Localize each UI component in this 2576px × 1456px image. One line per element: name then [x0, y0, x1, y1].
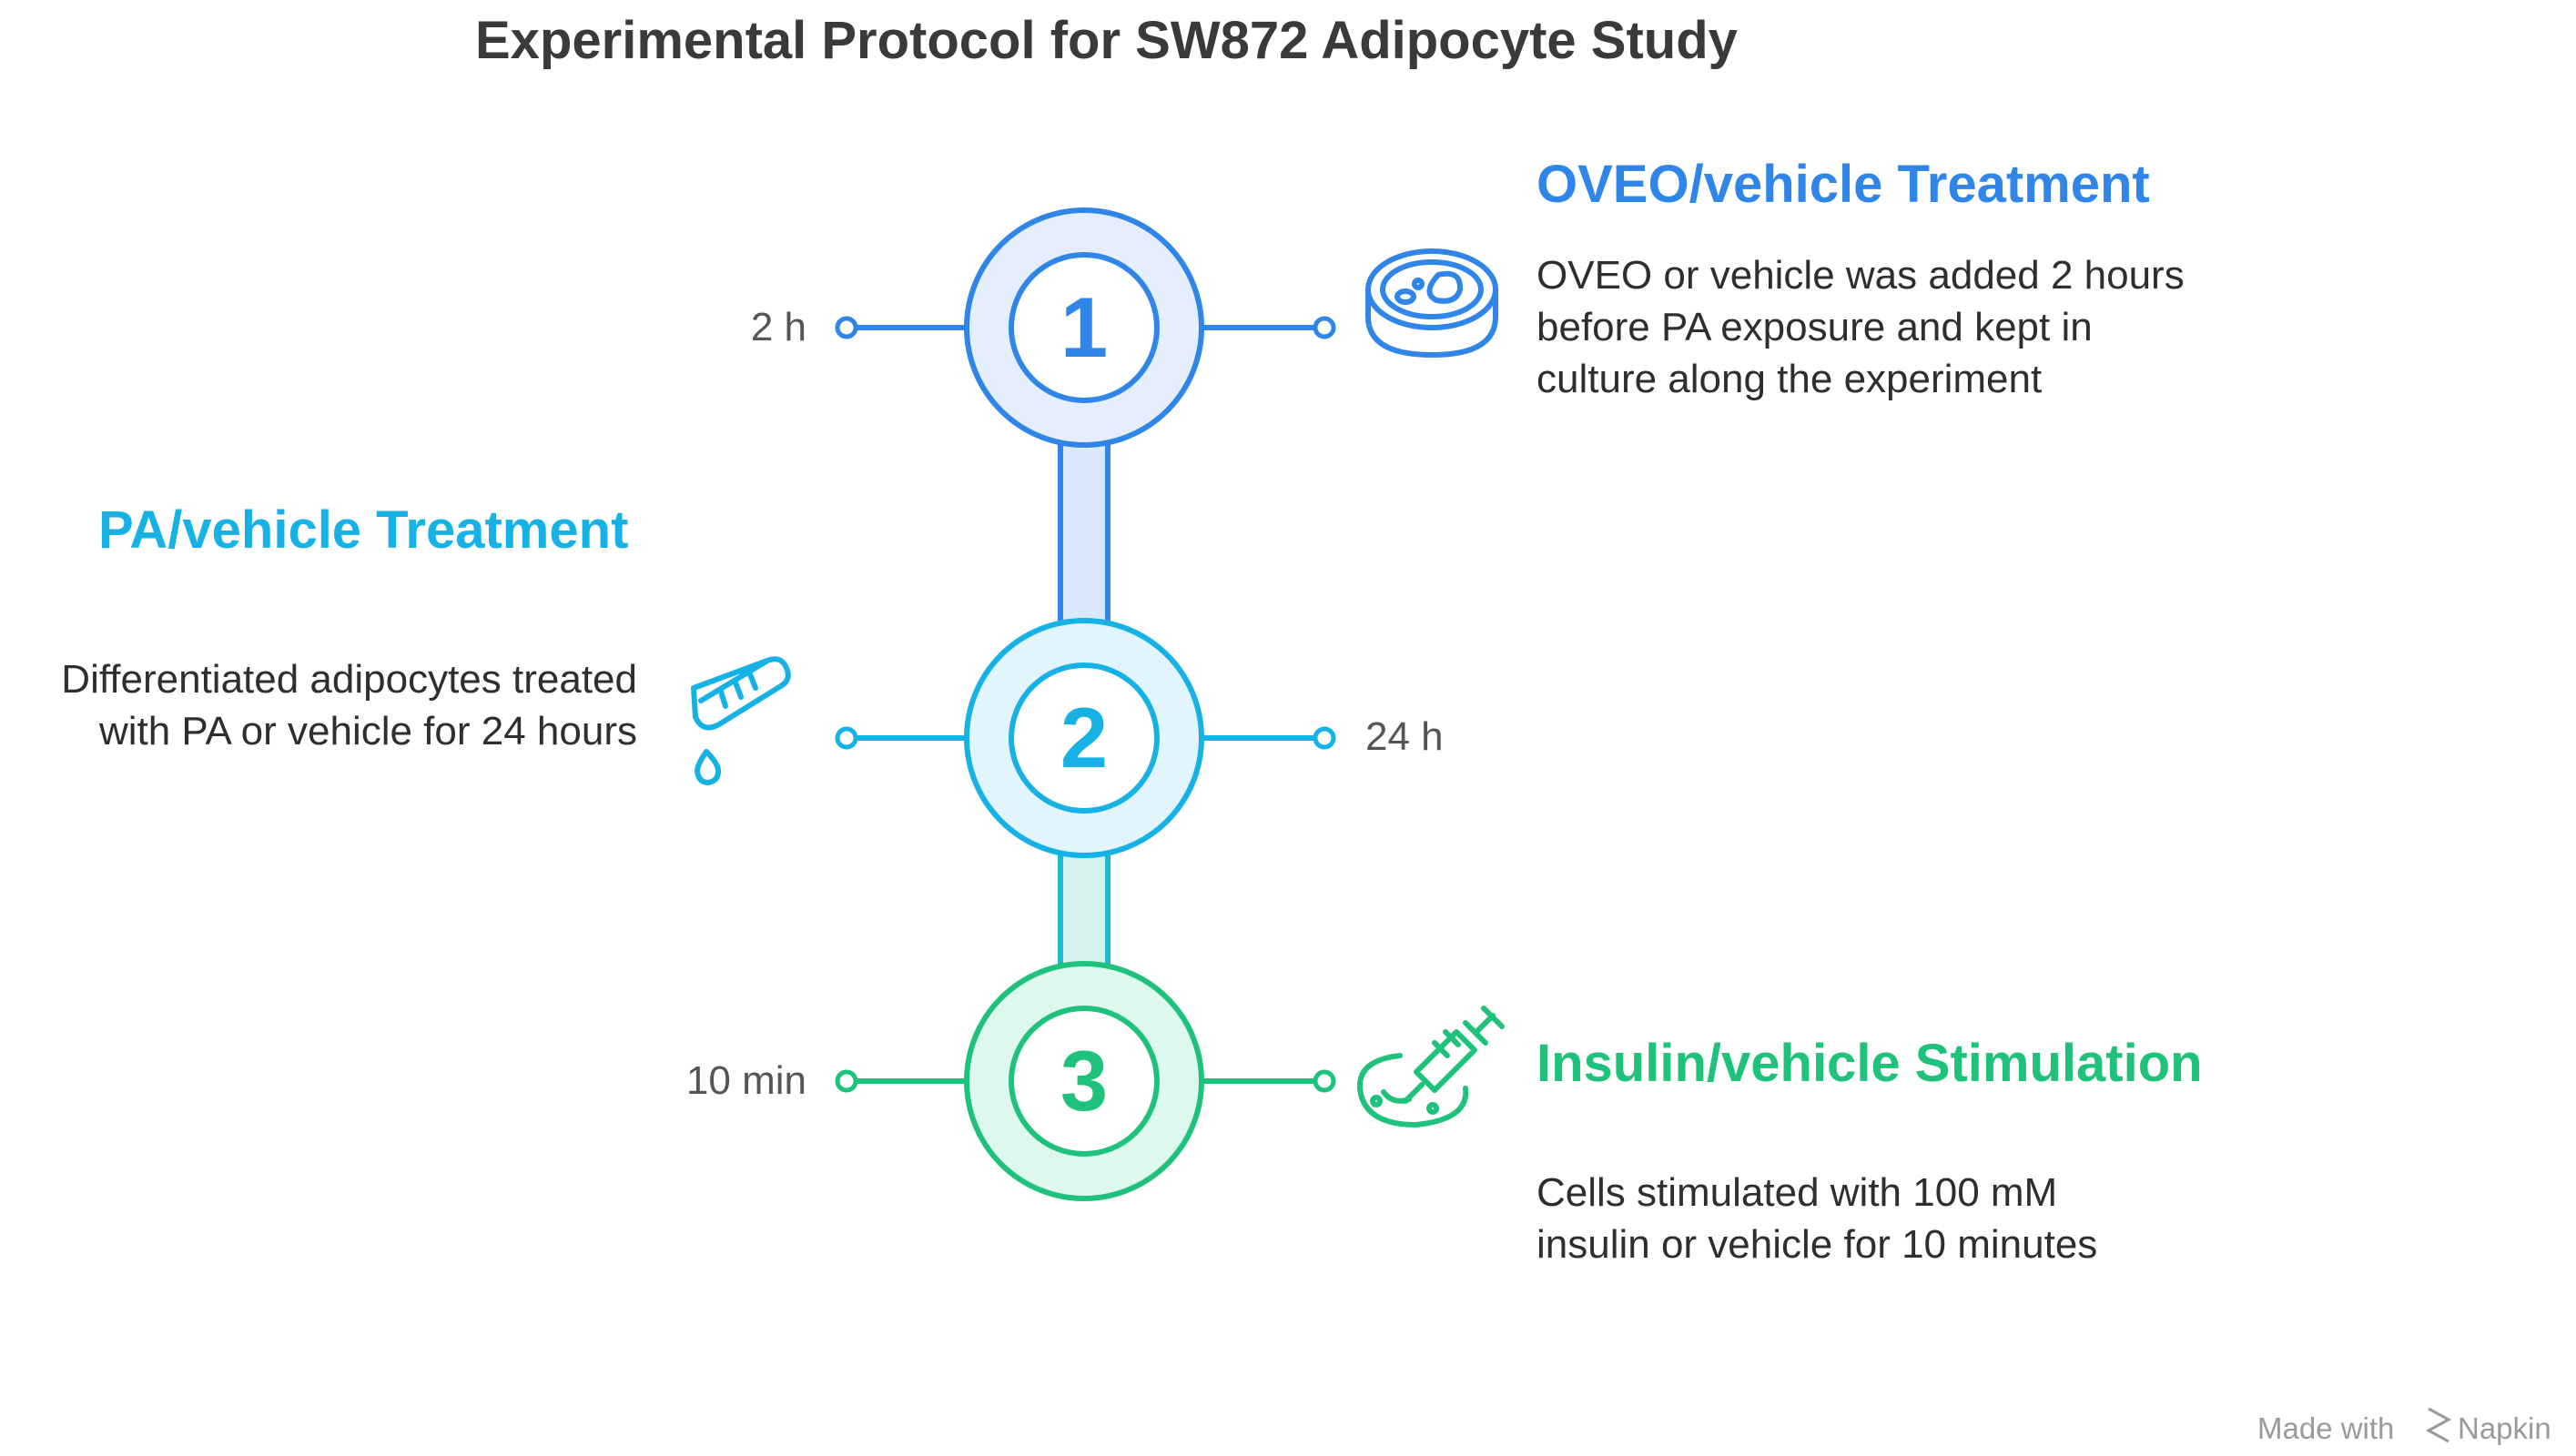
step-3-description-line: Cells stimulated with 100 mM	[1536, 1170, 2058, 1215]
napkin-logo-icon	[2425, 1407, 2452, 1443]
step-3-node	[835, 961, 1336, 1201]
petri-dish-icon	[1365, 248, 1498, 358]
step-3-description-line: insulin or vehicle for 10 minutes	[1536, 1222, 2098, 1267]
page-title: Experimental Protocol for SW872 Adipocyt…	[475, 11, 1738, 70]
connector-2-3	[1058, 851, 1111, 969]
step-3-description: Cells stimulated with 100 mM insulin or …	[1536, 1167, 2265, 1270]
step-2-time: 24 h	[1365, 714, 1444, 759]
step-1-description-line: before PA exposure and kept in	[1536, 305, 2093, 349]
step-1-description-line: OVEO or vehicle was added 2 hours	[1536, 253, 2185, 298]
syringe-dish-icon	[1356, 1006, 1505, 1127]
step-2-description: Differentiated adipocytes treated with P…	[0, 653, 637, 757]
step-1-title: OVEO/vehicle Treatment	[1536, 155, 2150, 214]
step-2-number: 2	[1060, 690, 1109, 785]
step-2-title: PA/vehicle Treatment	[98, 500, 629, 560]
step-1-time: 2 h	[750, 305, 806, 349]
watermark-prefix: Made with	[2257, 1411, 2395, 1445]
step-2-node	[835, 618, 1336, 858]
connector-1-2	[1058, 438, 1111, 625]
step-1-description: OVEO or vehicle was added 2 hours before…	[1536, 249, 2265, 405]
step-3-time: 10 min	[685, 1058, 806, 1103]
step-3-title: Insulin/vehicle Stimulation	[1536, 1034, 2203, 1093]
step-2-description-line: Differentiated adipocytes treated	[61, 657, 637, 702]
step-1-node	[835, 207, 1336, 448]
step-1-number: 1	[1060, 279, 1109, 375]
step-1-description-line: culture along the experiment	[1536, 357, 2043, 401]
step-3-number: 3	[1060, 1033, 1109, 1128]
step-2-description-line: with PA or vehicle for 24 hours	[98, 709, 637, 753]
watermark-brand: Napkin	[2458, 1411, 2551, 1445]
test-tube-drop-icon	[691, 656, 791, 785]
